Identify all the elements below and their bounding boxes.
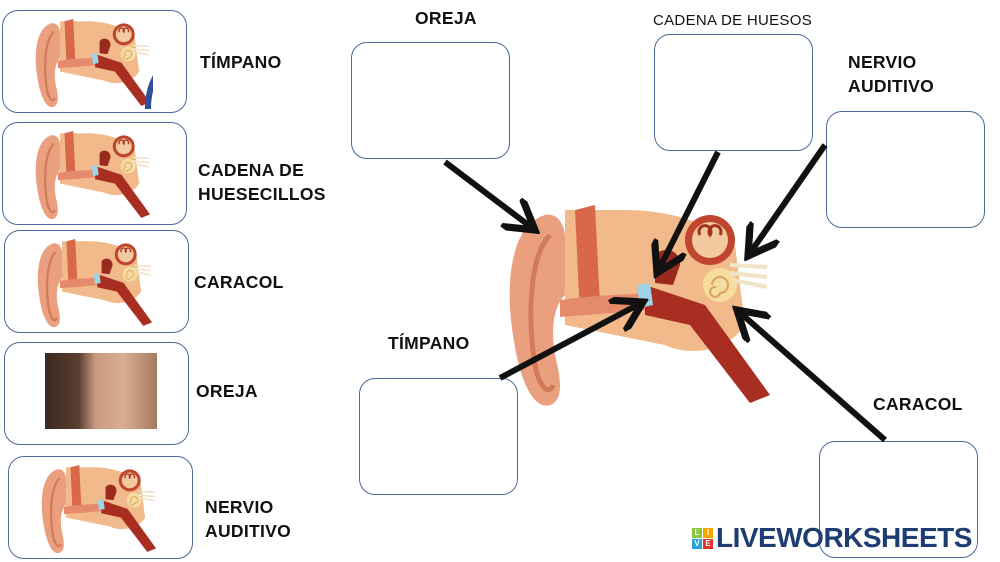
card-nervio[interactable]: [8, 456, 193, 559]
logo-tile: L: [692, 527, 702, 538]
label-cadena-de-huesos: CADENA DE HUESOS: [653, 12, 813, 29]
logo-tile: E: [703, 538, 713, 549]
label-nervio-auditivo: NERVIO AUDITIVO: [848, 50, 934, 98]
ear-diagram-cochlea-circled-icon: [35, 239, 155, 329]
label-timpano: TÍMPANO: [388, 333, 470, 353]
drop-box-cadena[interactable]: [654, 34, 813, 151]
ear-photo: [45, 353, 157, 429]
logo-text: LIVEWORKSHEETS: [716, 522, 972, 553]
label-line: AUDITIVO: [205, 521, 292, 541]
ear-anatomy-diagram: [505, 205, 775, 410]
drop-box-oreja[interactable]: [351, 42, 510, 159]
card-label-nervio: NERVIO AUDITIVO: [205, 495, 291, 543]
logo-tile: V: [692, 538, 702, 549]
card-cadena[interactable]: [2, 122, 187, 225]
drop-box-timpano[interactable]: [359, 378, 518, 495]
ear-diagram-nerve-circled-icon: [39, 465, 159, 555]
card-caracol[interactable]: [4, 230, 189, 333]
card-label-oreja: OREJA: [196, 381, 258, 401]
logo-tiles: L I V E: [692, 527, 713, 549]
label-line: AUDITIVO: [848, 76, 935, 96]
card-label-timpano: TÍMPANO: [200, 52, 282, 72]
label-line: HUESECILLOS: [198, 184, 326, 204]
label-line: NERVIO: [205, 497, 274, 517]
card-oreja[interactable]: [4, 342, 189, 445]
label-line: CADENA DE: [198, 160, 305, 180]
drop-box-caracol[interactable]: [819, 441, 978, 558]
liveworksheets-logo: L I V E LIVEWORKSHEETS: [692, 522, 972, 554]
logo-tile: I: [703, 527, 713, 538]
card-label-caracol: CARACOL: [194, 272, 284, 292]
label-line: NERVIO: [848, 52, 917, 72]
ear-diagram-ossicles-circled-icon: [33, 131, 153, 221]
drop-box-nervio[interactable]: [826, 111, 985, 228]
ear-diagram-eardrum-circled-icon: [33, 19, 153, 109]
label-oreja: OREJA: [415, 8, 477, 28]
card-timpano[interactable]: [2, 10, 187, 113]
card-label-cadena: CADENA DE HUESECILLOS: [198, 158, 326, 206]
label-caracol: CARACOL: [873, 394, 963, 414]
